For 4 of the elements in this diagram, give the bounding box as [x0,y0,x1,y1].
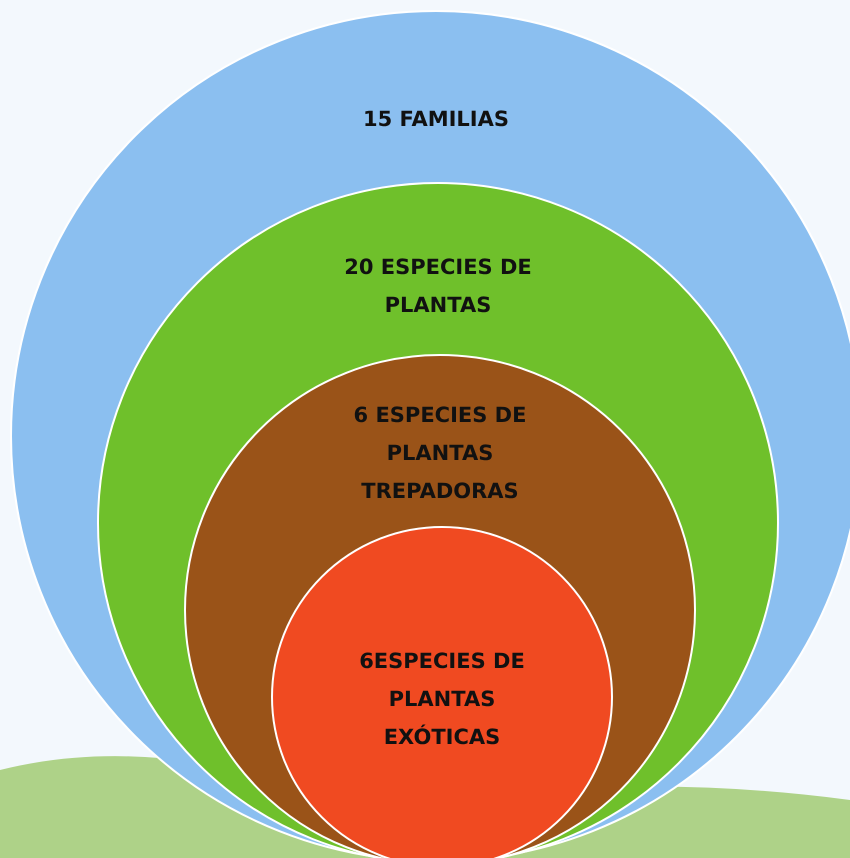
circle-label: 15 FAMILIAS [362,106,510,133]
circle-label: 20 ESPECIES DE PLANTAS [343,254,533,319]
circle-label: 6ESPECIES DE PLANTAS EXÓTICAS [358,648,526,751]
circle-label: 6 ESPECIES DE PLANTAS TREPADORAS [352,402,528,505]
